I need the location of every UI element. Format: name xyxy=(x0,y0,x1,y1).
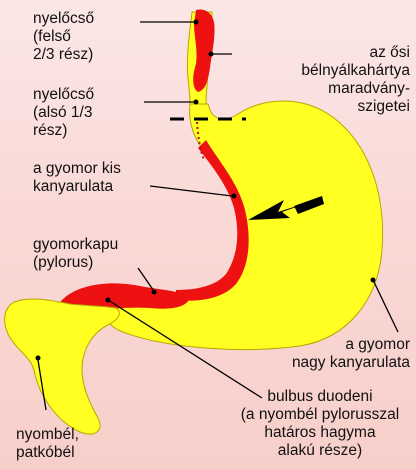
dot-lesser-curvature xyxy=(232,194,237,199)
dot-greater-curvature xyxy=(371,278,376,283)
duodenum-shape xyxy=(5,299,120,434)
dot-esophagus-lower xyxy=(194,100,199,105)
label-esophagus-lower: nyelőcső (alsó 1/3 rész) xyxy=(33,86,94,140)
leader-lesser-curvature xyxy=(150,186,232,196)
label-lesser-curvature: a gyomor kis kanyarulata xyxy=(33,160,121,196)
label-bulbus: bulbus duodeni (a nyombél pylorusszal ha… xyxy=(226,388,414,460)
dot-bulbus xyxy=(106,298,111,303)
label-greater-curvature: a gyomor nagy kanyarulata xyxy=(236,336,410,372)
dot-esophagus-upper xyxy=(194,20,199,25)
label-mucosa-islands: az ősi bélnyálkahártya maradvány- sziget… xyxy=(236,44,410,116)
dot-pylorus xyxy=(152,290,157,295)
label-pylorus: gyomorkapu (pylorus) xyxy=(33,236,118,272)
dot-duodenum xyxy=(36,356,41,361)
dot-mucosa-islands xyxy=(209,52,214,57)
leader-greater-curvature xyxy=(374,282,398,332)
label-duodenum: nyombél, patkóbél xyxy=(16,426,79,462)
label-esophagus-upper: nyelőcső (felső 2/3 rész) xyxy=(33,10,94,64)
